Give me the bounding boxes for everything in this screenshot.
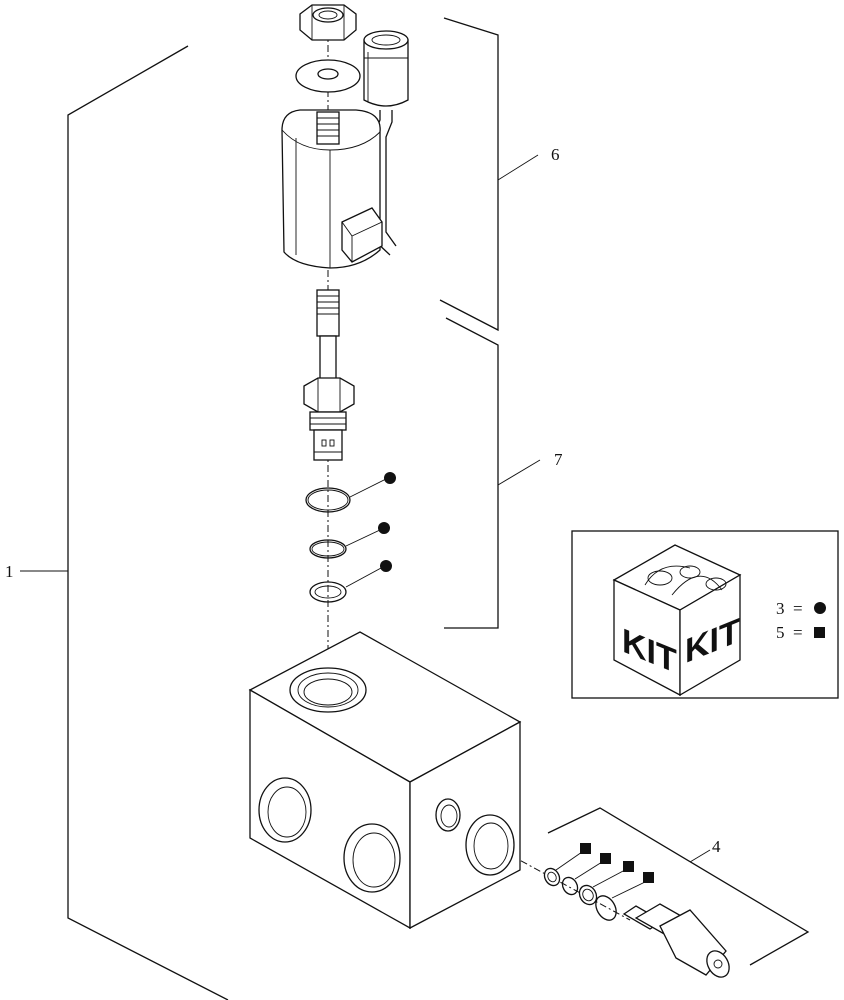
connector-plug	[363, 30, 409, 256]
seal-kit-5-marker	[580, 843, 591, 854]
bracket-4: 4	[547, 807, 810, 966]
cartridge-valve	[303, 289, 355, 461]
seal-kit-5-marker	[600, 853, 611, 864]
callout-1: 1	[5, 562, 14, 581]
o-ring-medium	[309, 522, 390, 559]
seal-kit-3-marker	[384, 472, 396, 484]
seal-kit-5-marker	[623, 861, 634, 872]
manifold-block	[248, 631, 522, 930]
callout-7: 7	[554, 450, 563, 469]
seal-kit-3-marker	[380, 560, 392, 572]
callout-6: 6	[551, 145, 560, 164]
legend-circle-symbol	[814, 602, 826, 614]
legend-number-5: 5	[776, 623, 785, 642]
callout-4: 4	[712, 837, 721, 856]
legend-equals-5: =	[793, 623, 803, 642]
legend-square-symbol	[814, 627, 825, 638]
solenoid-coil	[281, 109, 383, 269]
washer	[295, 59, 361, 93]
relief-seals	[543, 843, 654, 921]
seal-kit-5-marker	[643, 872, 654, 883]
legend-equals-3: =	[793, 599, 803, 618]
bracket-6: 6	[439, 17, 560, 332]
assembly-bracket: 1	[5, 45, 229, 1000]
seal-kit-3-marker	[378, 522, 390, 534]
hex-nut	[299, 4, 357, 41]
kit-legend: 3 = 5 =	[776, 599, 826, 642]
kit-panel: KIT KIT	[571, 530, 839, 699]
bracket-7: 7	[444, 317, 563, 629]
backup-ring	[309, 560, 392, 603]
relief-valve-cartridge	[622, 903, 730, 978]
legend-number-3: 3	[776, 599, 785, 618]
o-ring-large	[305, 472, 396, 513]
